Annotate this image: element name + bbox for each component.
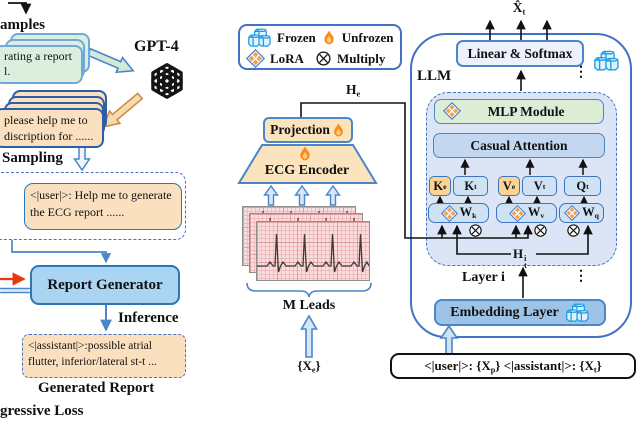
assistant-line1: <|assistant|>:possible atrial bbox=[28, 340, 152, 352]
casual-attention-box: Casual Attention bbox=[433, 133, 605, 158]
sampling-label: Sampling bbox=[2, 150, 63, 166]
generated-report-label: Generated Report bbox=[38, 380, 155, 396]
mlp-module-box: MLP Module bbox=[434, 99, 604, 124]
wire-ht-left bbox=[452, 224, 511, 255]
ellipsis-dots: ⋮ bbox=[574, 65, 588, 80]
orange-note-line1: please help me to bbox=[4, 113, 88, 127]
inference-label: Inference bbox=[118, 310, 179, 326]
lora-icon bbox=[564, 205, 580, 221]
green-note: rating a report l. bbox=[0, 45, 83, 84]
multiply-icon bbox=[316, 51, 331, 66]
ecg-encoder-label: ECG Encoder bbox=[264, 163, 350, 178]
multiply-icon bbox=[469, 224, 482, 237]
wire-blue-stub bbox=[0, 287, 30, 294]
green-note-line2: l. bbox=[4, 64, 11, 78]
arrow-ecg-in-1 bbox=[263, 184, 279, 206]
corner-arrow bbox=[8, 2, 32, 15]
legend-frozen-label: Frozen bbox=[277, 30, 316, 45]
arrow-prompt-to-embedding bbox=[439, 324, 459, 355]
wire-ht-right bbox=[536, 224, 593, 255]
lora-icon bbox=[508, 204, 526, 222]
mlp-module-label: MLP Module bbox=[487, 103, 565, 119]
multiply-icon bbox=[567, 224, 580, 237]
sampling-dashed-box bbox=[0, 172, 186, 240]
gpt4-label: GPT-4 bbox=[134, 38, 179, 55]
frozen-icon bbox=[565, 303, 589, 322]
projection-label: Projection bbox=[270, 122, 330, 137]
input-prompt-text: <|user|>: {Xp} <|assistant|>: {Xt} bbox=[424, 357, 602, 375]
arrow-green-to-gpt bbox=[86, 47, 135, 74]
leads-brace bbox=[246, 282, 372, 298]
frozen-icon bbox=[594, 50, 619, 71]
arrow-prompts-to-sampling bbox=[73, 146, 91, 172]
flame-icon bbox=[324, 30, 334, 45]
input-prompt-box: <|user|>: {Xp} <|assistant|>: {Xt} bbox=[390, 353, 636, 379]
ecg-sheet bbox=[256, 221, 370, 281]
linear-softmax-label: Linear & Softmax bbox=[467, 45, 573, 61]
legend-box: Frozen Unfrozen LoRA Multiply bbox=[238, 24, 402, 70]
flame-icon bbox=[333, 123, 343, 136]
casual-attention-label: Casual Attention bbox=[470, 137, 568, 153]
wq-box: Wq bbox=[559, 203, 604, 223]
arrow-ecg-in-2 bbox=[294, 184, 310, 206]
wire-he-bus bbox=[300, 102, 533, 239]
assistant-output-box: <|assistant|>:possible atrial flutter, i… bbox=[22, 334, 186, 378]
green-note-line1: rating a report bbox=[4, 49, 72, 63]
m-leads-label: M Leads bbox=[282, 298, 336, 313]
lora-icon bbox=[246, 49, 265, 68]
assistant-line2: flutter, inferior/lateral st-t ... bbox=[28, 356, 157, 368]
xe-label: {Xe} bbox=[297, 358, 321, 375]
openai-logo bbox=[144, 57, 190, 103]
lora-icon bbox=[443, 102, 461, 120]
frozen-icon bbox=[248, 28, 271, 47]
embedding-layer-label: Embedding Layer bbox=[450, 304, 559, 320]
flame-icon bbox=[300, 146, 310, 161]
ecg-waveform bbox=[257, 233, 369, 273]
user-prompt-box: <|user|>: Help me to generate the ECG re… bbox=[24, 183, 182, 230]
layer-label: Layer i bbox=[462, 270, 505, 285]
ellipsis-dots: ⋮ bbox=[574, 269, 588, 284]
legend-unfrozen-label: Unfrozen bbox=[341, 30, 394, 45]
user-prompt-line2: the ECG report ...... bbox=[30, 205, 125, 219]
arrow-xe-to-leads bbox=[300, 314, 318, 358]
report-generator-label: Report Generator bbox=[47, 276, 163, 293]
multiply-icon bbox=[534, 224, 547, 237]
embedding-layer-box: Embedding Layer bbox=[434, 299, 606, 326]
loss-label: gressive Loss bbox=[0, 403, 84, 419]
projection-box: Projection bbox=[263, 117, 353, 143]
orange-note-line2: discription for ...... bbox=[4, 129, 94, 143]
he-label: He bbox=[346, 82, 361, 99]
ecg-encoder-trapezoid bbox=[237, 144, 378, 184]
linear-softmax-box: Linear & Softmax bbox=[456, 40, 584, 67]
report-generator-box: Report Generator bbox=[30, 265, 180, 305]
lora-icon bbox=[440, 204, 458, 222]
orange-note: please help me to discription for ...... bbox=[0, 108, 104, 148]
wk-box: Wk bbox=[428, 203, 489, 223]
arrow-ecg-in-3 bbox=[325, 184, 341, 206]
xhat-label: X̂t bbox=[512, 0, 526, 17]
wire-sampling-to-generator bbox=[11, 240, 112, 264]
examples-label: amples bbox=[0, 17, 45, 33]
user-prompt-line1: <|user|>: Help me to generate bbox=[30, 188, 172, 202]
wv-box: Wv bbox=[496, 203, 557, 223]
legend-lora-label: LoRA bbox=[270, 50, 304, 66]
legend-multiply-label: Multiply bbox=[336, 50, 386, 66]
llm-label: LLM bbox=[417, 68, 452, 84]
